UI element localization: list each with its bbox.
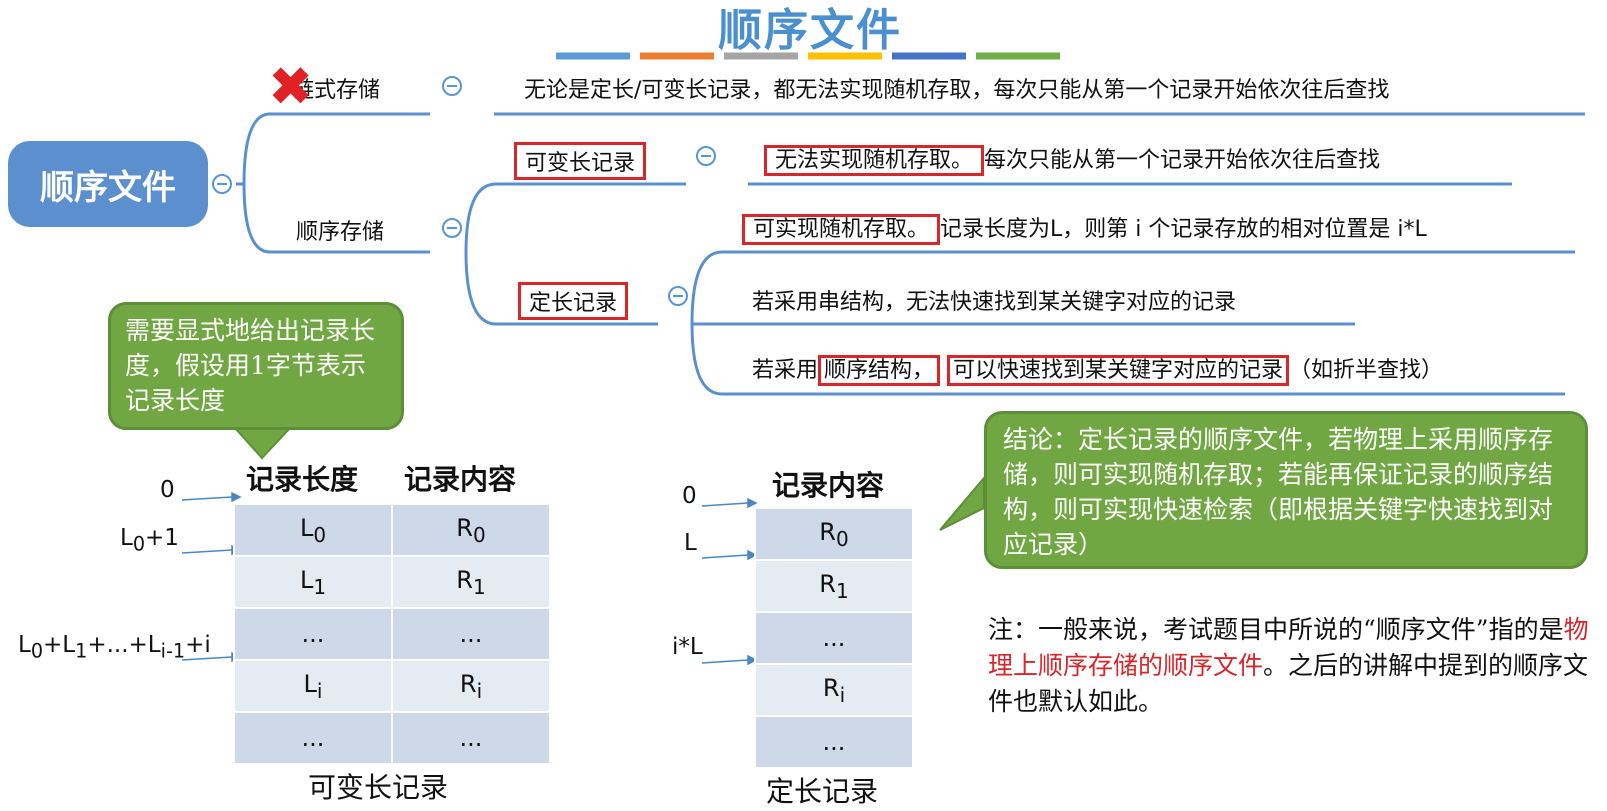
table-row: ... — [754, 715, 914, 769]
variable-desc-boxed: 无法实现随机存取。 — [764, 145, 985, 176]
var-addr-0: 0 — [160, 477, 175, 503]
cell-len: Li — [233, 659, 393, 713]
table-row: ... — [754, 611, 914, 665]
callout-variable-length: 需要显式地给出记录长度，假设用1字节表示记录长度 — [108, 302, 404, 430]
fixed-item-sequential-structure: 若采用顺序结构， 可以快速找到某关键字对应的记录（如折半查找） — [752, 352, 1443, 386]
fixed-addr-0: 0 — [682, 483, 697, 509]
fixed-caption: 定长记录 — [766, 775, 879, 808]
note-text: 注：一般来说，考试题目中所说的“顺序文件”指的是物理上顺序存储的顺序文件。之后的… — [988, 615, 1589, 716]
root-node[interactable]: 顺序文件 — [8, 141, 208, 227]
cell-rec: R0 — [754, 507, 914, 561]
fixed-item1-boxed: 可实现随机存取。 — [742, 214, 941, 245]
var-addr-1: L0+1 — [120, 525, 179, 556]
fixed-item3-box2: 可以快速找到某关键字对应的记录 — [947, 355, 1290, 386]
cell-rec: ... — [754, 715, 914, 769]
fixed-item-string-structure: 若采用串结构，无法快速找到某关键字对应的记录 — [752, 290, 1237, 315]
table-row: Ri — [754, 663, 914, 717]
variable-description: 无法实现随机存取。每次只能从第一个记录开始依次往后查找 — [764, 142, 1381, 176]
table-row: ...... — [233, 607, 551, 661]
fixed-addr-i: i*L — [672, 634, 703, 660]
cell-len: ... — [233, 711, 393, 765]
page-title: 顺序文件 — [718, 5, 902, 56]
node-sequential-storage[interactable]: 顺序存储 — [296, 220, 385, 245]
cell-rec: ... — [754, 611, 914, 665]
collapse-variable-icon[interactable] — [696, 146, 716, 166]
cell-rec: Ri — [754, 663, 914, 717]
fixed-addr-1: L — [684, 530, 697, 556]
cell-rec: Ri — [391, 659, 551, 713]
node-linked-storage[interactable]: 链式存储 — [292, 78, 381, 103]
note-highlight: 物理上顺序存储的顺序文件 — [988, 615, 1589, 680]
root-label: 顺序文件 — [40, 167, 176, 208]
table-row: R0 — [754, 507, 914, 561]
callout-conclusion: 结论：定长记录的顺序文件，若物理上采用顺序存储，则可实现随机存取；若能再保证记录… — [984, 411, 1588, 569]
collapse-linked-icon[interactable] — [442, 76, 462, 96]
cell-len: ... — [233, 607, 393, 661]
cell-rec: R0 — [391, 503, 551, 557]
fixed-item-random-access: 可实现随机存取。记录长度为L，则第 i 个记录存放的相对位置是 i*L — [742, 211, 1427, 245]
var-header-content: 记录内容 — [404, 463, 517, 496]
cell-len: L0 — [233, 503, 393, 557]
collapse-sequential-icon[interactable] — [442, 218, 462, 238]
table-row: R1 — [754, 559, 914, 613]
collapse-root-icon[interactable] — [212, 174, 232, 194]
variable-desc-rest: 每次只能从第一个记录开始依次往后查找 — [984, 148, 1381, 173]
node-fixed-record[interactable]: 定长记录 — [518, 282, 629, 320]
collapse-fixed-icon[interactable] — [668, 286, 688, 306]
fixed-item3-box1: 顺序结构， — [818, 355, 941, 386]
var-addr-i: L0+L1+...+Li-1+i — [18, 632, 211, 663]
fixed-item1-rest: 记录长度为L，则第 i 个记录存放的相对位置是 i*L — [940, 217, 1427, 242]
fixed-record-table: R0 R1 ... Ri ... — [754, 507, 914, 769]
table-row: ...... — [233, 711, 551, 765]
var-header-length: 记录长度 — [246, 463, 359, 496]
node-variable-record[interactable]: 可变长记录 — [514, 142, 647, 180]
cell-len: L1 — [233, 555, 393, 609]
var-caption: 可变长记录 — [308, 771, 449, 804]
cell-rec: R1 — [754, 559, 914, 613]
cross-mark-icon: ✖ — [268, 55, 314, 118]
cell-rec: R1 — [391, 555, 551, 609]
fixed-header-content: 记录内容 — [772, 469, 885, 502]
cell-rec: ... — [391, 711, 551, 765]
cell-rec: ... — [391, 607, 551, 661]
linked-description: 无论是定长/可变长记录，都无法实现随机存取，每次只能从第一个记录开始依次往后查找 — [524, 78, 1390, 103]
